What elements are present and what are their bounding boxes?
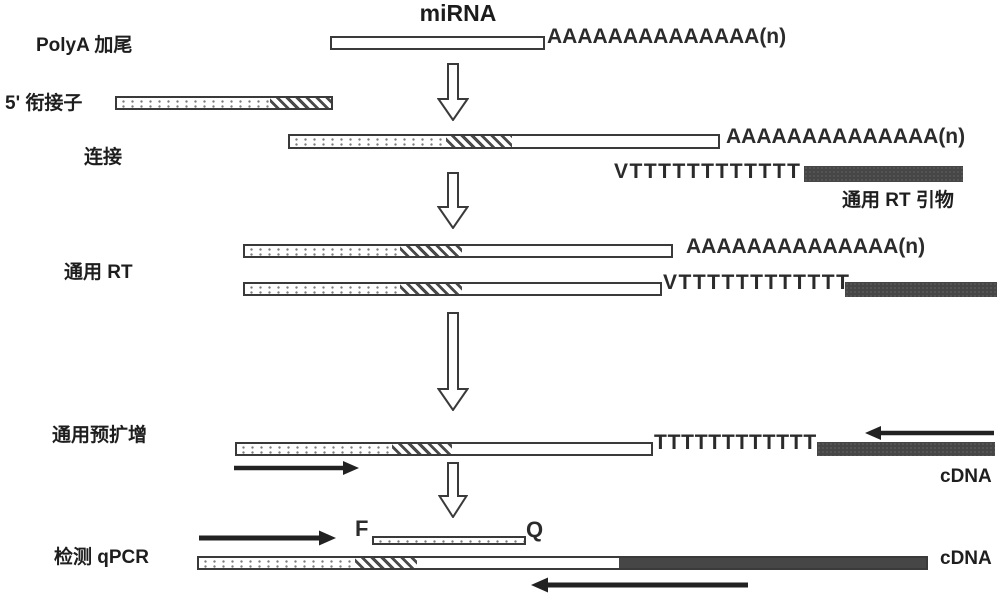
- dotted-segment: [117, 98, 270, 108]
- ligated-product-bar: [288, 134, 720, 149]
- step-label-ligation: 连接: [84, 147, 123, 168]
- step-label-universal-rt: 通用 RT: [64, 262, 133, 283]
- universal-rt-primer-bar-2: [845, 282, 997, 297]
- preamp-template-bar: [235, 442, 653, 456]
- rt-primer-label: 通用 RT 引物: [842, 190, 954, 211]
- rt-template-bar: [243, 244, 673, 258]
- white-segment: [462, 246, 671, 256]
- dotted-segment: [237, 444, 392, 454]
- down-arrow-icon: [437, 63, 469, 121]
- white-segment: [512, 136, 718, 147]
- qpcr-amplicon-bar: [197, 556, 928, 570]
- dotted-segment: [245, 284, 400, 294]
- vt-anchor-sequence-2: VTTTTTTTTTTTT: [663, 271, 851, 294]
- cdna-label-1: cDNA: [940, 466, 992, 487]
- mirna-bar: [330, 36, 545, 50]
- hatched-segment: [355, 558, 417, 568]
- white-segment: [452, 444, 651, 454]
- dotted-segment: [199, 558, 355, 568]
- down-arrow-icon: [438, 462, 468, 518]
- cdna-dark-bar: [817, 442, 995, 456]
- dotted-segment: [374, 538, 524, 543]
- cdna-label-2: cDNA: [940, 548, 992, 569]
- dark-segment: [619, 558, 926, 568]
- down-arrow-icon: [437, 312, 469, 411]
- hatched-segment: [270, 98, 331, 108]
- polya-sequence-2: AAAAAAAAAAAAAA(n): [726, 125, 966, 148]
- step-label-polya-tailing: PolyA 加尾: [36, 35, 133, 56]
- hatched-segment: [446, 136, 512, 147]
- polya-sequence-3: AAAAAAAAAAAAAA(n): [686, 235, 926, 258]
- reverse-primer-arrow-icon: [864, 424, 996, 442]
- dotted-segment: [245, 246, 400, 256]
- polya-sequence-1: AAAAAAAAAAAAAA(n): [547, 25, 787, 48]
- white-segment: [417, 558, 619, 568]
- probe-bar: [372, 536, 526, 545]
- probe-quencher-label: Q: [526, 517, 544, 542]
- step-label-preamplification: 通用预扩增: [52, 425, 148, 446]
- diagram-title: miRNA: [419, 0, 497, 26]
- universal-rt-primer-bar-1: [804, 166, 963, 182]
- step-label-adapter: 5' 衔接子: [5, 93, 83, 114]
- white-segment: [462, 284, 660, 294]
- down-arrow-icon: [437, 172, 469, 229]
- forward-primer-arrow-icon: [232, 459, 360, 477]
- dotted-segment: [290, 136, 446, 147]
- hatched-segment: [392, 444, 452, 454]
- adapter-bar: [115, 96, 333, 110]
- step-label-detection-qpcr: 检测 qPCR: [54, 547, 150, 568]
- t-stretch-sequence: TTTTTTTTTTTT: [654, 431, 817, 454]
- white-segment: [332, 38, 543, 48]
- probe-reporter-label: F: [355, 516, 369, 541]
- hatched-segment: [400, 246, 462, 256]
- forward-primer-arrow-icon: [197, 529, 337, 548]
- hatched-segment: [400, 284, 462, 294]
- rt-extension-bar: [243, 282, 662, 296]
- reverse-primer-arrow-icon: [530, 576, 750, 595]
- vt-anchor-sequence-1: VTTTTTTTTTTTT: [614, 160, 802, 183]
